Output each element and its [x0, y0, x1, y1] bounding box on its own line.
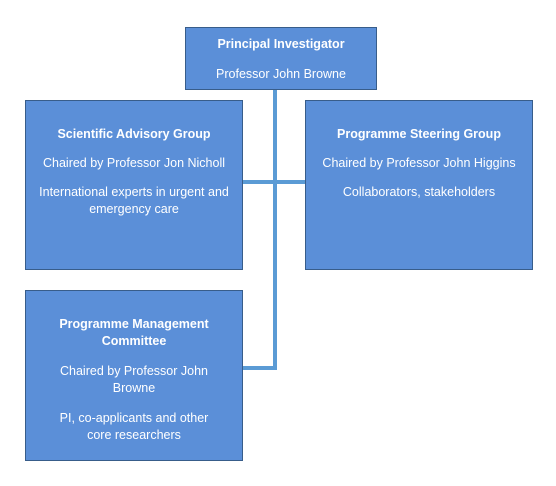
pi-name: Professor John Browne	[216, 67, 346, 81]
connector-vertical-trunk	[273, 90, 277, 370]
steering-chair: Chaired by Professor John Higgins	[322, 156, 516, 170]
connector-horizontal-groups	[242, 180, 306, 184]
scientific-advisory-group-box: Scientific Advisory Group Chaired by Pro…	[25, 100, 243, 270]
steering-title: Programme Steering Group	[337, 127, 501, 141]
management-members: PI, co-applicants and other core researc…	[59, 411, 209, 442]
advisory-members: International experts in urgent and emer…	[39, 185, 229, 216]
pi-title: Principal Investigator	[217, 37, 345, 51]
principal-investigator-box: Principal Investigator Professor John Br…	[185, 27, 377, 90]
advisory-title: Scientific Advisory Group	[57, 127, 211, 141]
steering-members: Collaborators, stakeholders	[342, 185, 496, 199]
programme-steering-group-box: Programme Steering Group Chaired by Prof…	[305, 100, 533, 270]
management-title: Programme Management Committee	[59, 317, 209, 348]
programme-management-committee-box: Programme Management Committee Chaired b…	[25, 290, 243, 461]
connector-management	[242, 366, 277, 370]
management-chair: Chaired by Professor John Browne	[60, 364, 208, 395]
advisory-chair: Chaired by Professor Jon Nicholl	[42, 156, 226, 170]
